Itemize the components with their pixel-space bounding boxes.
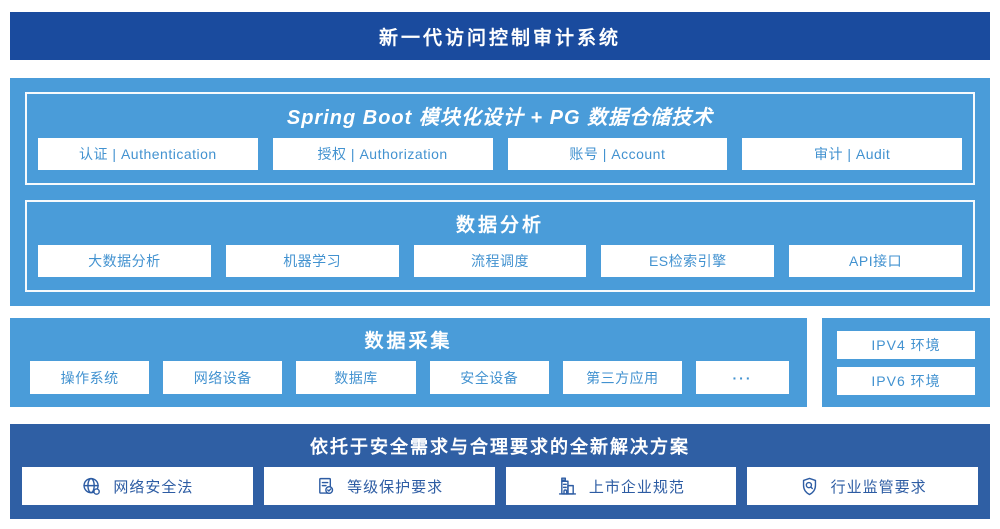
data-collection-panel: 数据采集 操作系统 网络设备 数据库 安全设备 第三方应用 ··· xyxy=(10,318,807,407)
module-account: 账号 | Account xyxy=(507,137,728,170)
solution-item-label: 网络安全法 xyxy=(113,478,194,496)
system-title-bar: 新一代访问控制审计系统 xyxy=(10,12,990,60)
module-workflow-scheduling: 流程调度 xyxy=(413,245,587,277)
system-title: 新一代访问控制审计系统 xyxy=(378,27,621,49)
environment-panel: IPV4 环境 IPV6 环境 xyxy=(822,318,990,407)
solution-item-label: 上市企业规范 xyxy=(588,478,685,496)
solution-classified-protection: 等级保护要求 xyxy=(263,467,495,505)
module-network-device: 网络设备 xyxy=(163,361,283,394)
platform-panel: Spring Boot 模块化设计 + PG 数据仓储技术 认证 | Authe… xyxy=(10,78,990,306)
solution-cybersecurity-law: 网络安全法 xyxy=(22,467,253,505)
module-database: 数据库 xyxy=(296,361,416,394)
data-collection-title: 数据采集 xyxy=(364,331,453,352)
data-analysis-title: 数据分析 xyxy=(455,214,544,236)
module-authentication: 认证 | Authentication xyxy=(38,137,258,170)
module-machine-learning: 机器学习 xyxy=(225,245,399,277)
module-operating-system: 操作系统 xyxy=(30,361,150,394)
solution-industry-regulation: 行业监管要求 xyxy=(747,467,978,505)
globe-icon xyxy=(81,476,102,497)
collection-module-row: 操作系统 网络设备 数据库 安全设备 第三方应用 ··· xyxy=(10,361,807,407)
document-check-icon xyxy=(315,476,336,497)
module-audit: 审计 | Audit xyxy=(742,137,962,170)
spring-module-row: 认证 | Authentication 授权 | Authorization 账… xyxy=(27,137,973,183)
ipv6-environment-box: IPV6 环境 xyxy=(837,366,975,395)
solution-panel: 依托于安全需求与合理要求的全新解决方案 网络安全法 xyxy=(10,424,990,519)
module-more: ··· xyxy=(696,361,789,394)
module-bigdata-analysis: 大数据分析 xyxy=(38,245,211,277)
module-security-device: 安全设备 xyxy=(429,361,549,394)
module-api: API接口 xyxy=(789,245,962,277)
solution-item-label: 等级保护要求 xyxy=(347,478,444,496)
data-analysis-section: 数据分析 大数据分析 机器学习 流程调度 ES检索引擎 API接口 xyxy=(25,199,975,292)
solution-title: 依托于安全需求与合理要求的全新解决方案 xyxy=(310,436,690,457)
module-es-search-engine: ES检索引擎 xyxy=(601,245,775,277)
module-third-party-app: 第三方应用 xyxy=(562,361,683,394)
solution-item-row: 网络安全法 等级保护要求 xyxy=(10,467,990,519)
spring-boot-section: Spring Boot 模块化设计 + PG 数据仓储技术 认证 | Authe… xyxy=(25,92,975,185)
analysis-module-row: 大数据分析 机器学习 流程调度 ES检索引擎 API接口 xyxy=(27,245,973,290)
ipv4-environment-box: IPV4 环境 xyxy=(837,330,975,359)
shield-search-icon xyxy=(799,476,820,497)
building-icon xyxy=(557,476,578,497)
module-authorization: 授权 | Authorization xyxy=(272,137,493,170)
solution-item-label: 行业监管要求 xyxy=(830,478,927,496)
spring-boot-section-title: Spring Boot 模块化设计 + PG 数据仓储技术 xyxy=(286,107,714,130)
solution-listed-company-standard: 上市企业规范 xyxy=(505,467,737,505)
